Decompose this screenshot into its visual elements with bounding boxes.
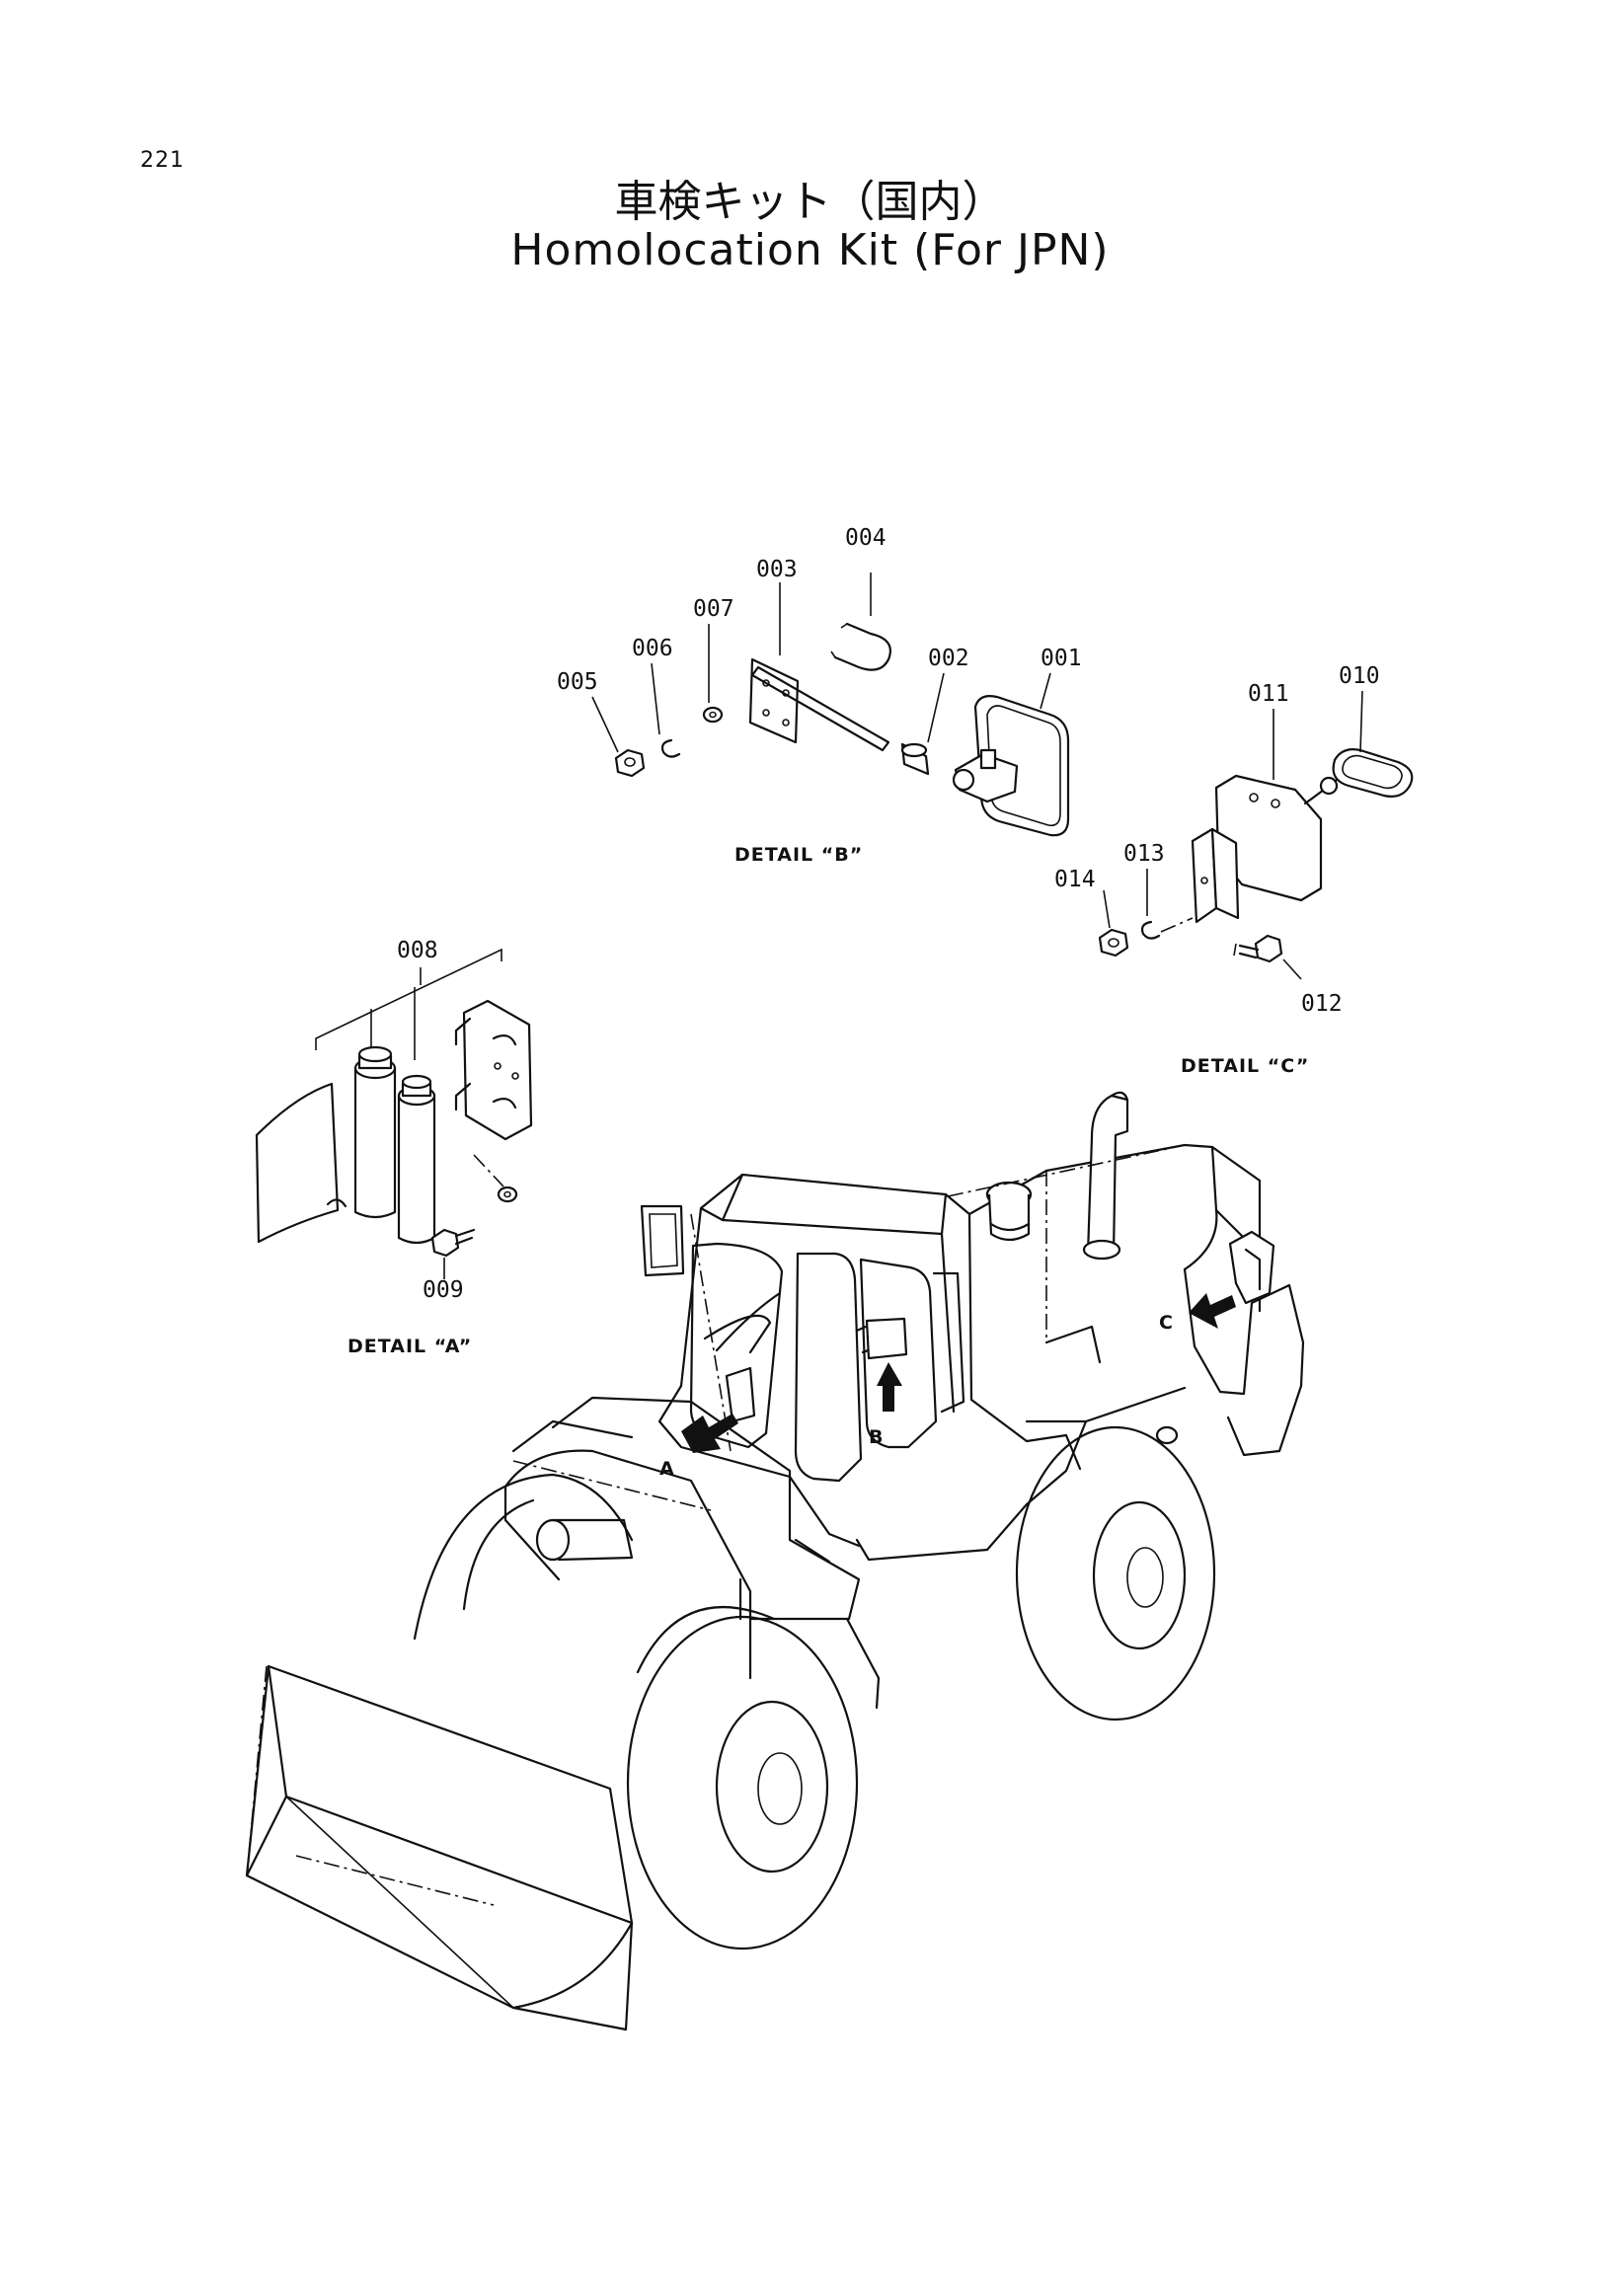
part-label-001: 001 (1041, 646, 1082, 671)
part-label-008: 008 (397, 938, 438, 963)
part-label-002: 002 (928, 646, 969, 671)
detail-c-caption: DETAIL “C” (1181, 1055, 1309, 1077)
detail-b-caption: DETAIL “B” (734, 844, 863, 866)
page-title-english: Homolocation Kit (For JPN) (510, 225, 1110, 275)
detail-c-leaders (1103, 690, 1363, 980)
arrow-a-marker (681, 1414, 738, 1453)
page-number: 221 (140, 148, 185, 173)
detail-c-assembly (1098, 748, 1414, 963)
part-label-009: 009 (423, 1277, 464, 1303)
part-label-004: 004 (845, 525, 887, 551)
arrow-a-label: A (659, 1458, 674, 1480)
part-label-007: 007 (693, 596, 734, 622)
part-label-006: 006 (632, 636, 673, 661)
part-label-014: 014 (1054, 867, 1096, 892)
arrow-b-label: B (869, 1426, 883, 1448)
page-title-japanese: 車検キット（国内） (614, 177, 1006, 227)
wheel-loader-drawing (245, 1091, 1305, 2031)
detail-a-assembly (255, 948, 533, 1258)
part-label-003: 003 (756, 557, 798, 582)
part-label-013: 013 (1123, 841, 1165, 867)
arrow-c-label: C (1159, 1312, 1173, 1334)
part-label-011: 011 (1248, 681, 1289, 707)
part-label-012: 012 (1301, 991, 1343, 1017)
detail-b-assembly (614, 622, 1070, 837)
detail-a-caption: DETAIL “A” (347, 1336, 472, 1357)
arrow-b-marker (877, 1362, 902, 1412)
arrow-c-marker (1189, 1293, 1236, 1329)
detail-b-leaders (591, 573, 1051, 753)
part-label-010: 010 (1339, 663, 1380, 689)
part-label-005: 005 (557, 669, 598, 695)
